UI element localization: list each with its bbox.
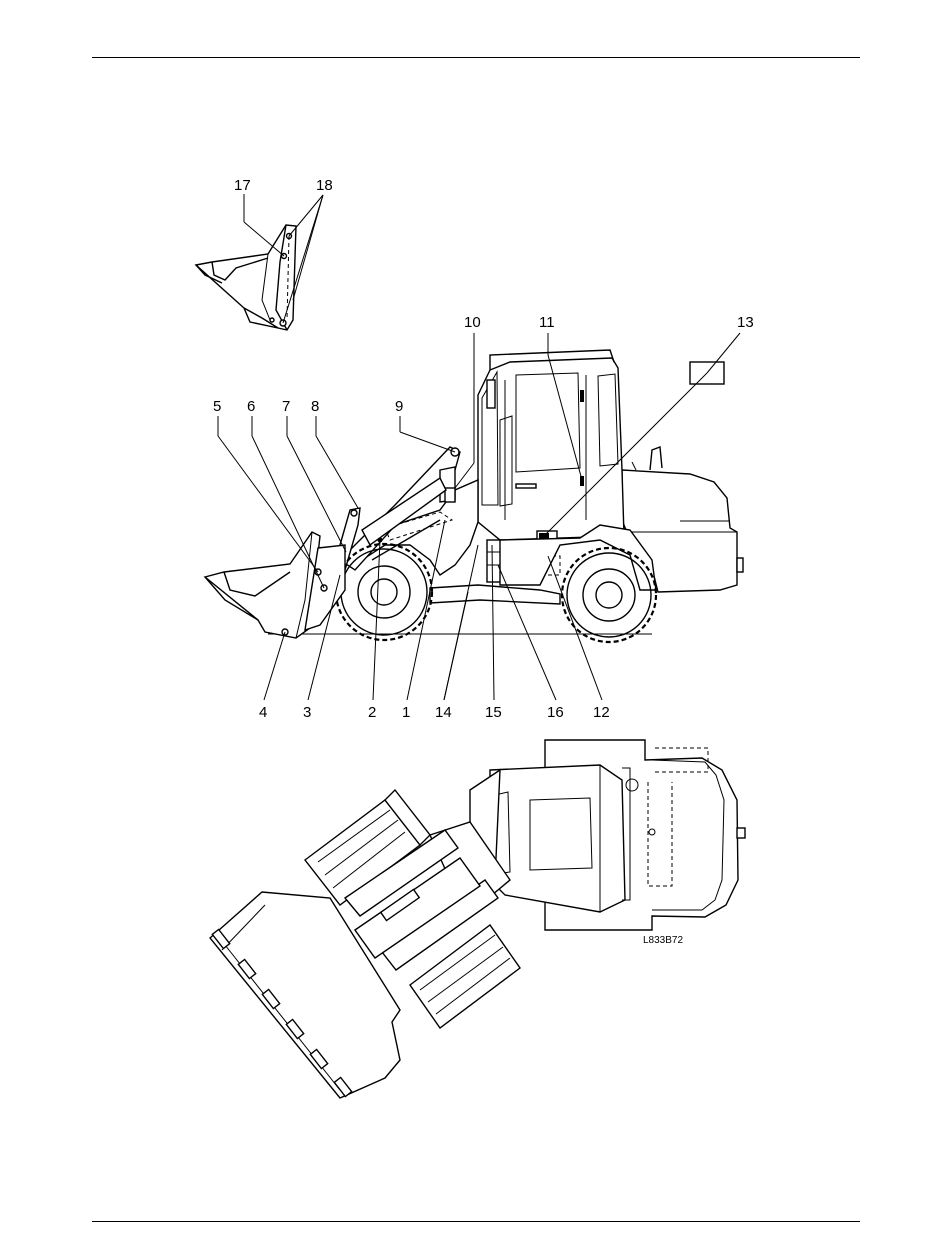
label-3: 3 [303,704,311,721]
door-step [516,484,536,488]
label-15: 15 [485,704,502,721]
label-6: 6 [247,398,255,415]
label-2: 2 [368,704,376,721]
front-wheel [336,544,432,640]
label-7: 7 [282,398,290,415]
bucket-detail-view [196,194,323,330]
label-18: 18 [316,177,333,194]
loader-top-view [210,740,745,1098]
bucket [205,532,320,638]
bucket-pin-lower-left [270,318,274,322]
rear-wheel [562,548,656,642]
label-11: 11 [539,314,555,331]
loader-side-view [205,333,743,700]
label-9: 9 [395,398,403,415]
chassis-frame [430,585,560,604]
figure-code: L833B72 [643,935,683,946]
label-10: 10 [464,314,481,331]
label-4: 4 [259,704,267,721]
label-17: 17 [234,177,251,194]
mirror [487,380,495,408]
steps [487,540,501,582]
label-13: 13 [737,314,754,331]
exhaust-pipe [650,447,662,470]
label-8: 8 [311,398,319,415]
door-handle-lower [580,476,584,486]
label-12: 12 [593,704,610,721]
label-5: 5 [213,398,221,415]
label-14: 14 [435,704,452,721]
label-16: 16 [547,704,564,721]
top-cab [490,765,625,912]
door-handle-upper [580,390,584,402]
label-1: 1 [402,704,410,721]
